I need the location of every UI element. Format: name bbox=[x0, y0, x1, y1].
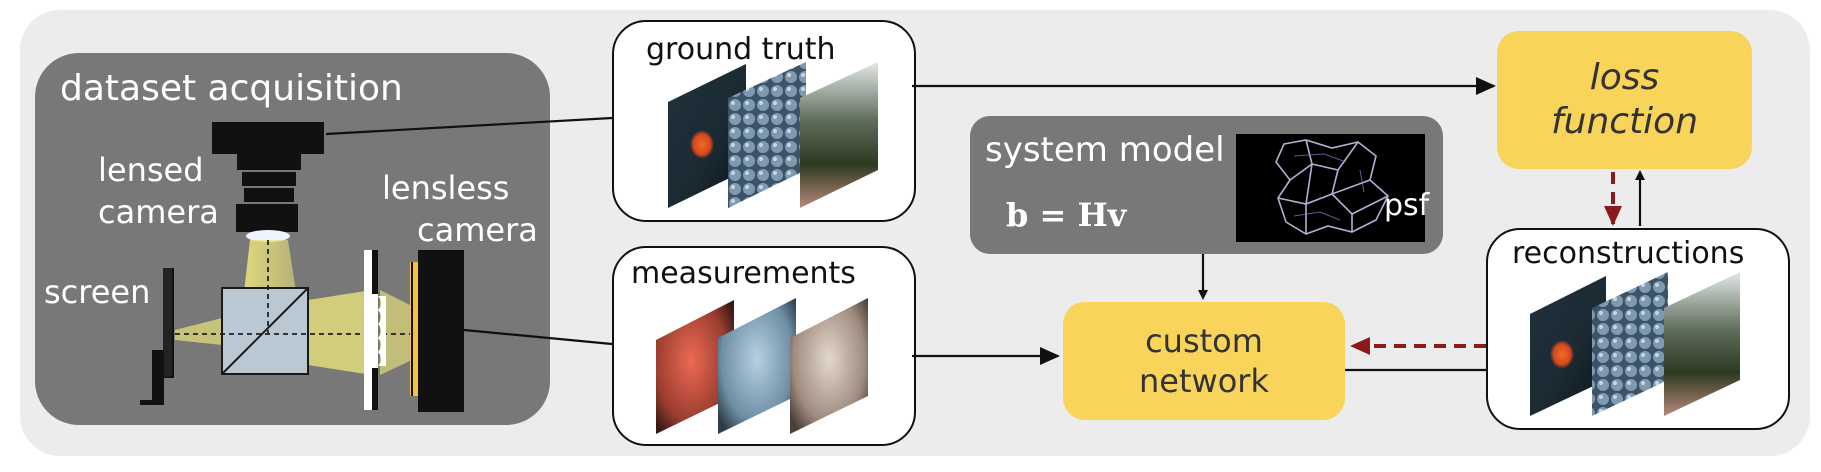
psf-label: psf bbox=[1384, 188, 1430, 223]
lensless-camera-label-line1: lensless bbox=[382, 169, 510, 207]
measurement-image-blue bbox=[718, 298, 796, 434]
vertical-light-beam bbox=[244, 240, 296, 292]
screen-label: screen bbox=[44, 273, 151, 311]
psf-image bbox=[1236, 134, 1425, 242]
lensed-camera-label-line1: lensed bbox=[98, 151, 204, 189]
lensless-camera-body bbox=[418, 250, 464, 412]
gt-image-landscape bbox=[800, 62, 878, 208]
screen-light-beam bbox=[175, 318, 222, 345]
custom-network-label-line1: custom bbox=[1145, 322, 1263, 360]
loss-function-label-line2: function bbox=[1550, 101, 1699, 142]
ground-truth-images bbox=[668, 62, 878, 208]
loss-function-label-line1: loss bbox=[1589, 57, 1660, 98]
reconstructions-title: reconstructions bbox=[1512, 236, 1745, 271]
measurements-title: measurements bbox=[631, 256, 856, 291]
lensed-camera-body bbox=[212, 122, 324, 154]
dataset-acquisition-title: dataset acquisition bbox=[60, 68, 403, 109]
system-model-equation: b = Hv bbox=[1006, 196, 1127, 234]
ground-truth-title: ground truth bbox=[646, 32, 836, 67]
custom-network-label-line2: network bbox=[1139, 362, 1269, 400]
recon-image-landscape bbox=[1664, 272, 1740, 416]
recon-image-berries bbox=[1592, 272, 1668, 416]
lensless-camera-label-line2: camera bbox=[417, 211, 538, 249]
measurement-image-red bbox=[656, 300, 734, 434]
gt-image-berries bbox=[728, 62, 806, 208]
measurement-image-beige bbox=[790, 298, 868, 434]
custom-network-box: custom network bbox=[1063, 302, 1345, 420]
lensed-camera-lens bbox=[237, 154, 301, 170]
measurement-images bbox=[656, 298, 868, 434]
lensed-camera-label-line2: camera bbox=[98, 193, 219, 231]
system-model-title: system model bbox=[985, 130, 1225, 170]
lensless-light-beam bbox=[308, 290, 372, 375]
reconstruction-images bbox=[1530, 272, 1740, 416]
lensless-sensor bbox=[410, 262, 418, 396]
loss-function-box: loss function bbox=[1497, 31, 1752, 169]
psf-caustic-pattern bbox=[1275, 139, 1389, 235]
